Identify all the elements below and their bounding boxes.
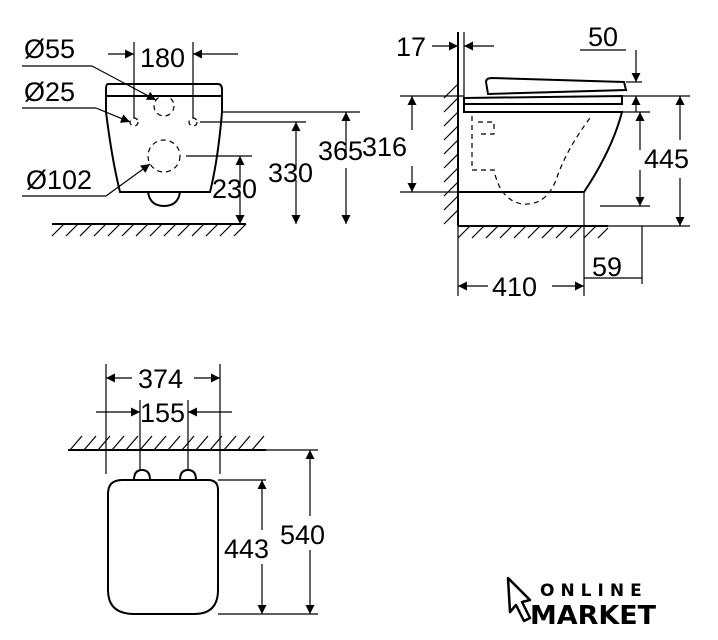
front-seat-lid [105, 83, 223, 97]
front-hole-d25-left [129, 117, 139, 127]
front-view: Ø55 180 Ø25 Ø102 230 330 365 [22, 34, 363, 237]
side-floor-hatch [457, 225, 609, 239]
dim-d55: Ø55 [24, 34, 75, 64]
dim-445: 445 [644, 144, 689, 174]
dim-17: 17 [396, 32, 426, 62]
dim-59: 59 [592, 252, 622, 282]
side-bowl [458, 104, 624, 193]
top-seat [107, 479, 219, 615]
side-wall-hatch [443, 83, 459, 225]
dim-330: 330 [268, 158, 313, 188]
front-hole-d25-right [188, 117, 198, 127]
dim-180: 180 [140, 43, 185, 73]
dim-540: 540 [280, 520, 325, 550]
dim-410: 410 [492, 272, 537, 302]
top-view: 374 155 443 540 [68, 364, 325, 615]
dim-365: 365 [318, 136, 363, 166]
dim-d25: Ø25 [24, 77, 75, 107]
logo-line1: ONLINE [540, 581, 648, 601]
dim-50: 50 [588, 22, 618, 52]
front-bowl [105, 95, 223, 193]
dim-155: 155 [140, 398, 185, 428]
side-view: 17 50 316 445 410 59 [362, 22, 690, 302]
front-hole-d55 [153, 95, 175, 117]
front-floor-hatch [51, 223, 247, 237]
cursor-icon [506, 576, 532, 623]
side-seat-lid [484, 76, 628, 96]
top-hinge-left [133, 468, 151, 481]
side-trap-outline [471, 116, 591, 205]
side-inlet [478, 121, 495, 135]
dim-230: 230 [212, 174, 257, 204]
dim-374: 374 [138, 364, 183, 394]
dim-443: 443 [224, 534, 269, 564]
front-hole-d102 [147, 139, 181, 173]
top-hinge-right [179, 468, 197, 481]
front-outlet [147, 191, 181, 208]
dim-d102: Ø102 [26, 165, 92, 195]
dim-316: 316 [362, 132, 407, 162]
top-wall-hatch [69, 435, 265, 451]
logo-line2: MARKET [530, 601, 656, 631]
side-seat-ring [463, 94, 623, 105]
online-market-logo: ONLINE MARKET [506, 576, 656, 631]
